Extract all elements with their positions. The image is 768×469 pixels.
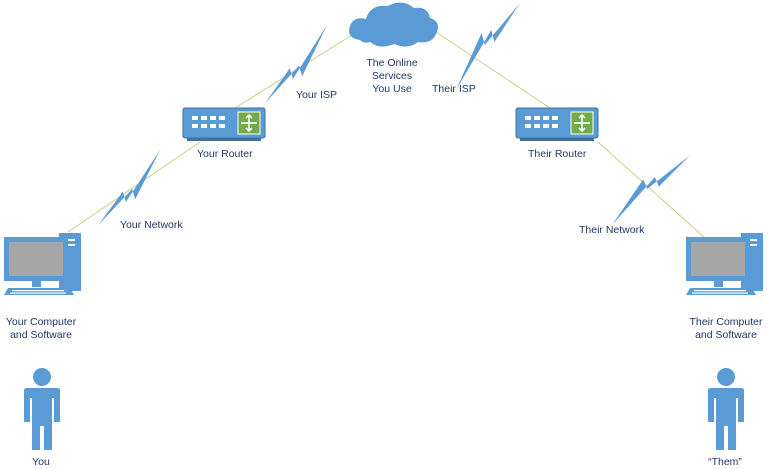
their-computer-label: Their Computer and Software (684, 316, 768, 342)
their-router-label: Their Router (528, 148, 587, 160)
connection-lines (67, 27, 706, 239)
their-router-icon (515, 107, 599, 142)
their-computer-icon (686, 233, 763, 295)
cloud-label-line-3: You Use (372, 83, 412, 95)
their-computer-label-line-2: and Software (695, 329, 757, 341)
link-your-network (67, 141, 201, 233)
your-router-label: Your Router (197, 148, 253, 160)
your-computer-label-line-2: and Software (10, 329, 72, 341)
their-computer-label-line-1: Their Computer (689, 316, 763, 328)
your-computer-label-line-1: Your Computer (5, 316, 77, 328)
link-their-isp (429, 27, 551, 109)
your-computer-icon (4, 233, 81, 295)
wireless-bolt-icon (456, 3, 520, 90)
you-label: You (32, 456, 50, 468)
their-network-label: Their Network (579, 224, 645, 236)
cloud-label-line-1: The Online (366, 57, 418, 69)
your-router-icon (182, 107, 266, 142)
wireless-bolt-icon (98, 150, 160, 226)
their-isp-label: Their ISP (432, 83, 476, 95)
them-label: “Them” (708, 456, 742, 468)
cloud-icon (349, 2, 438, 47)
your-isp-label: Your ISP (296, 89, 338, 101)
them-person-icon (708, 368, 744, 450)
cloud-label-line-2: Services (371, 70, 413, 82)
cloud-label: The Online Services You Use (352, 57, 432, 96)
your-network-label: Your Network (120, 219, 183, 231)
you-person-icon (24, 368, 60, 450)
your-computer-label: Your Computer and Software (0, 316, 82, 342)
link-their-network (597, 141, 706, 239)
